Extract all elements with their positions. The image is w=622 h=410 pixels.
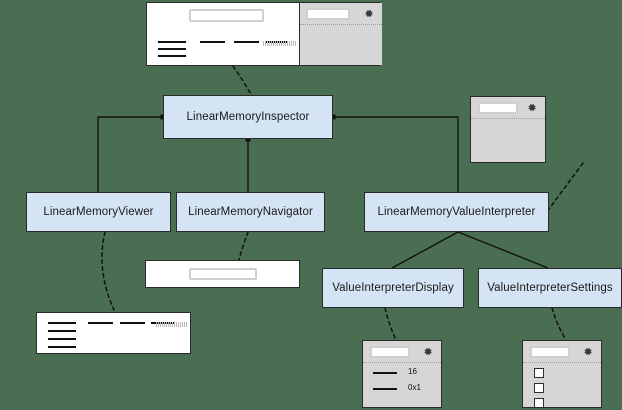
memory-byte-line — [88, 322, 113, 324]
node-label: LinearMemoryValueInterpreter — [377, 206, 536, 218]
value-hex: 0x1 — [408, 383, 421, 392]
gear-icon[interactable] — [526, 102, 537, 113]
inspector-mockup-main — [147, 3, 299, 65]
memory-byte-line — [120, 322, 145, 324]
viewer-mockup[interactable] — [36, 312, 191, 354]
node-value-interpreter-settings[interactable]: ValueInterpreterSettings — [478, 268, 622, 308]
gear-icon[interactable] — [582, 346, 593, 357]
value-decimal: 16 — [408, 367, 417, 376]
gear-icon[interactable] — [363, 8, 374, 19]
display-mockup-titlebar — [363, 341, 441, 363]
memory-row-line — [48, 346, 76, 348]
node-label: LinearMemoryNavigator — [188, 206, 313, 218]
interpreter-mockup-titlebar — [471, 97, 545, 119]
node-label: ValueInterpreterDisplay — [332, 282, 454, 294]
node-label: ValueInterpreterSettings — [487, 282, 613, 294]
settings-checkbox[interactable] — [534, 383, 544, 393]
display-mockup[interactable]: 16 0x1 — [362, 340, 442, 408]
node-linear-memory-inspector[interactable]: LinearMemoryInspector — [163, 95, 333, 139]
interpreter-input[interactable] — [478, 102, 518, 114]
memory-byte-line — [200, 41, 225, 43]
settings-mockup[interactable] — [522, 340, 602, 408]
settings-checkbox[interactable] — [534, 368, 544, 378]
navigator-address-input[interactable] — [189, 268, 257, 280]
node-linear-memory-navigator[interactable]: LinearMemoryNavigator — [176, 192, 325, 232]
settings-input[interactable] — [530, 346, 570, 358]
display-input[interactable] — [370, 346, 410, 358]
node-linear-memory-viewer[interactable]: LinearMemoryViewer — [26, 192, 171, 232]
memory-ascii-dots — [156, 322, 188, 327]
settings-mockup-titlebar — [523, 341, 601, 363]
interpreter-mockup[interactable] — [470, 96, 546, 163]
memory-row-line — [48, 330, 76, 332]
inspector-mockup-sidebar — [299, 3, 382, 65]
gear-icon[interactable] — [422, 346, 433, 357]
value-label-line — [373, 372, 397, 374]
node-linear-memory-value-interpreter[interactable]: LinearMemoryValueInterpreter — [364, 192, 549, 232]
memory-ascii-dots — [263, 41, 296, 46]
sidebar-input[interactable] — [306, 8, 350, 20]
memory-row-line — [48, 338, 76, 340]
node-value-interpreter-display[interactable]: ValueInterpreterDisplay — [322, 268, 464, 308]
value-label-line — [373, 388, 397, 390]
navigator-mockup[interactable] — [145, 260, 300, 288]
memory-row-line — [48, 322, 76, 324]
address-input[interactable] — [189, 9, 264, 22]
node-label: LinearMemoryViewer — [43, 206, 154, 218]
memory-row-line — [158, 48, 186, 50]
sidebar-divider — [300, 24, 382, 25]
memory-row-line — [158, 55, 186, 57]
memory-byte-line — [234, 41, 259, 43]
node-label: LinearMemoryInspector — [186, 111, 310, 123]
settings-checkbox[interactable] — [534, 398, 544, 408]
memory-row-line — [158, 41, 186, 43]
inspector-mockup[interactable] — [146, 2, 382, 66]
